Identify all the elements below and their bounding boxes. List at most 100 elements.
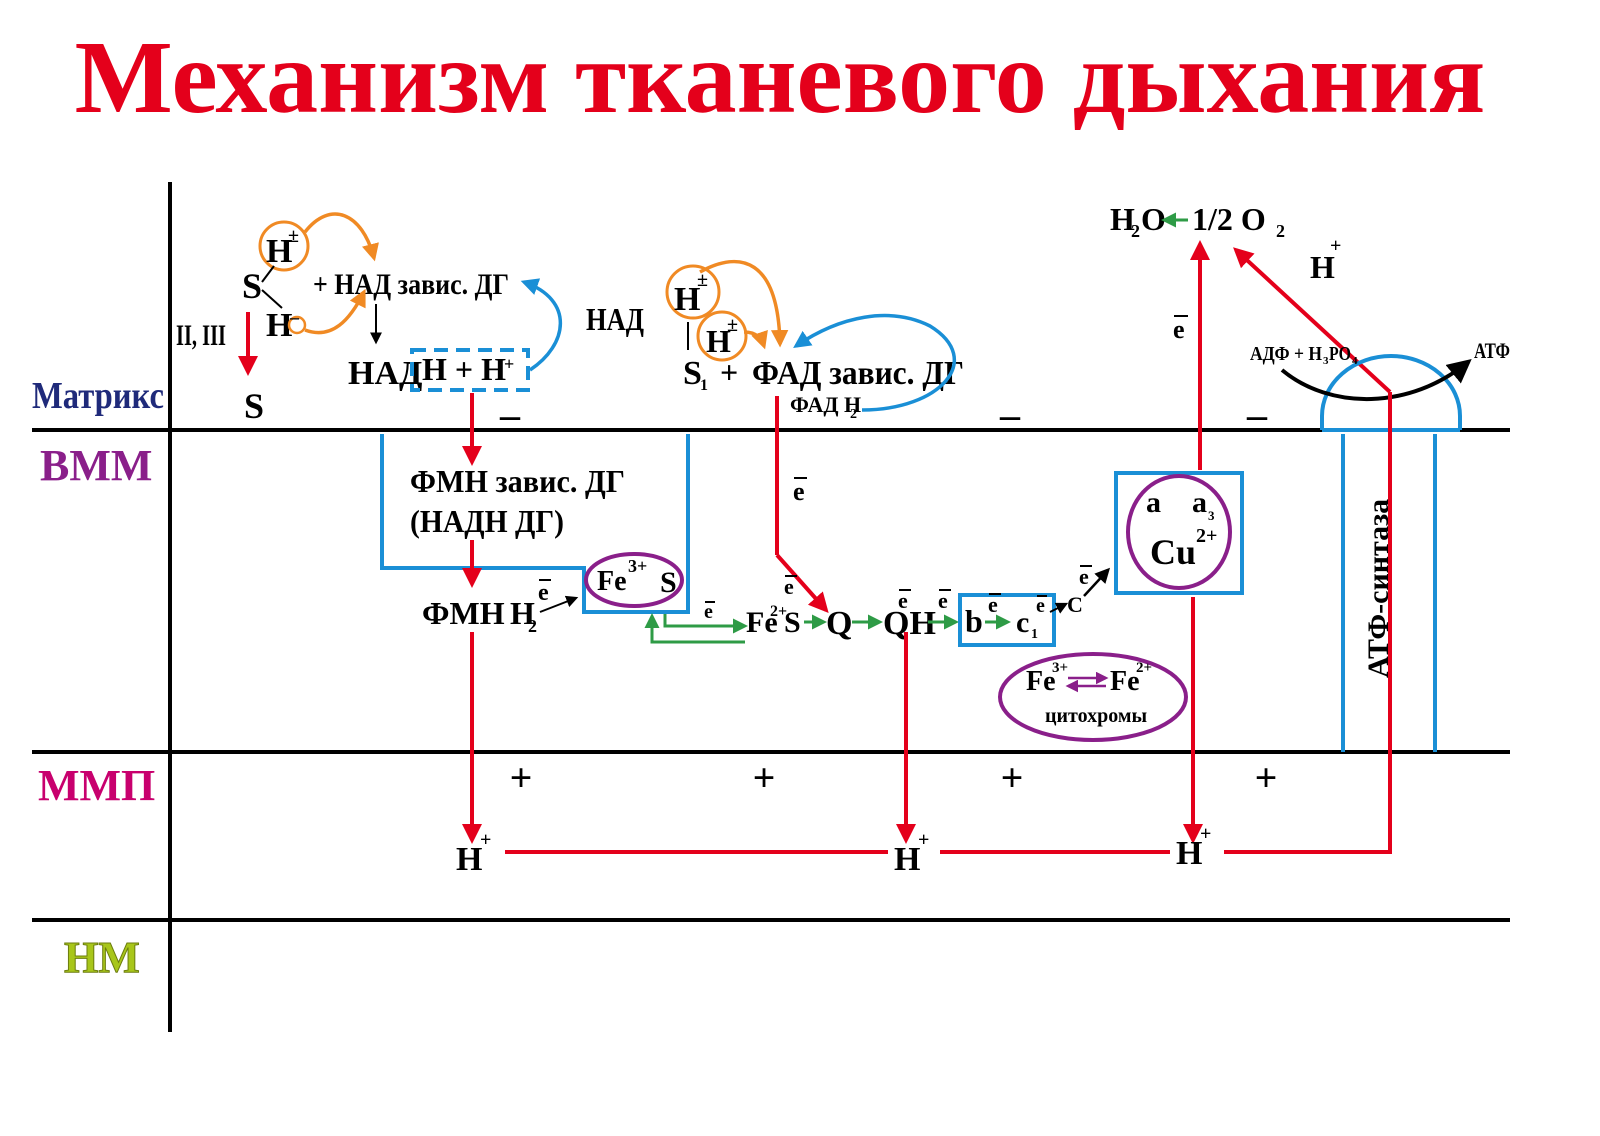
cyt-a3-sub: 3 — [1208, 508, 1215, 523]
electron-label: e — [704, 601, 713, 623]
electron-label: e — [898, 588, 908, 613]
s-label: S — [242, 266, 262, 306]
plus-sup: + — [504, 354, 514, 374]
plus-sign-small: + — [720, 354, 738, 390]
half-o2-sub: 2 — [1276, 221, 1285, 241]
red-arrow — [775, 553, 829, 613]
cyt-oxidase-group: a a 3 Cu 2+ e — [1114, 240, 1244, 844]
h-circle — [258, 220, 310, 272]
zone-label-nm: НМ — [64, 933, 140, 982]
proton-sup: + — [480, 829, 491, 851]
cyt-fe3-label: Fe — [1026, 666, 1056, 697]
atp-synthase-group: АТФ-синтаза АДФ + H 3 PO 4 АТФ — [1224, 338, 1510, 854]
adf-po-label: PO — [1329, 343, 1351, 365]
zone-label-matrix: Матрикс — [32, 375, 164, 417]
h-label: H — [266, 233, 292, 270]
electron-label: e — [538, 580, 549, 606]
green-arrow — [644, 613, 745, 644]
h-charge: ± — [727, 314, 738, 336]
zone-lines — [32, 182, 1510, 1032]
electron-label: e — [1036, 595, 1045, 617]
fe2s-label: Fe — [746, 606, 778, 639]
cyt-b-label: b — [965, 603, 983, 639]
charge-signs: – – – + + + + — [499, 392, 1277, 800]
cyt-c-label: C — [1067, 592, 1083, 617]
s-label: S — [244, 386, 264, 426]
qh-label: QH — [883, 605, 936, 642]
zone-label-vmm: ВММ — [40, 441, 152, 490]
cyt-oxidase-ellipse — [1126, 474, 1232, 590]
minus-sign: – — [1246, 392, 1268, 437]
zone-label-mmp: ММП — [38, 761, 155, 810]
cyt-oxidase-box — [1114, 471, 1244, 595]
fmn-label: ФМН — [422, 595, 505, 631]
proton-sup: + — [1200, 823, 1211, 845]
fe3-sup: 3+ — [628, 556, 647, 576]
h-small-circle — [287, 315, 307, 335]
s1-label: S — [683, 355, 702, 392]
proton-label: H — [1176, 835, 1202, 872]
q-label: Q — [826, 605, 852, 642]
half-o2-label: 1/2 O — [1192, 201, 1266, 237]
red-arrow — [1233, 247, 1392, 394]
cyt-c1-sub: 1 — [1031, 627, 1038, 642]
cytochromes-ellipse — [998, 652, 1188, 742]
cytochromes-label: цитохромы — [1045, 705, 1147, 727]
proton-sup: + — [918, 829, 929, 851]
fad-dg-label: ФАД завис. ДГ — [752, 355, 964, 392]
fe2s-sup: 2+ — [770, 603, 787, 620]
orange-arrow — [699, 259, 789, 348]
fes-ellipse — [584, 552, 684, 608]
nadh-dg-label: (НАДН ДГ) — [410, 503, 564, 539]
fes-s-label: S — [660, 566, 677, 599]
black-arrow — [539, 595, 579, 613]
nad-dg-label: + НАД завис. ДГ — [313, 268, 509, 301]
h-label: H — [1310, 249, 1335, 285]
adf-sub: 3 — [1323, 355, 1329, 367]
h-circle — [696, 310, 748, 362]
plus-sign: + — [753, 755, 776, 800]
fadh2-sub: 2 — [850, 407, 857, 422]
cyt-a3-label: a — [1192, 486, 1207, 519]
adf-label: АДФ + H — [1250, 343, 1322, 365]
nad-box-label: H + H — [422, 351, 506, 387]
proton-label: H — [894, 841, 920, 878]
green-arrow — [663, 614, 748, 634]
cyt-fe3-sup: 3+ — [1052, 660, 1068, 676]
atp-synthesis-arrow — [1280, 358, 1472, 402]
s1-sub: 1 — [700, 377, 708, 394]
water-group: H 2 O 1/2 O 2 H + — [1110, 201, 1392, 394]
h-charge: ± — [697, 269, 708, 291]
black-arrow — [1083, 567, 1111, 597]
electron-label: e — [1173, 315, 1185, 344]
cyt-bc1-box — [958, 593, 1056, 647]
fmn-dg-label: ФМН завис. ДГ — [410, 463, 625, 499]
electron-label: e — [938, 588, 948, 613]
nad-h-box — [410, 348, 530, 392]
substrate-s-group: H ± S H – II, III S — [176, 212, 379, 426]
h-label: H — [674, 281, 700, 318]
page-title: Механизм тканевого дыхания — [75, 20, 1486, 135]
cyt-c1-label: c — [1016, 606, 1029, 639]
fmn-h2-label: H — [510, 595, 535, 631]
atf-label: АТФ — [1474, 338, 1510, 363]
h2o-o-label: O — [1141, 201, 1166, 237]
blue-arrow — [793, 313, 956, 412]
red-return-line — [1224, 392, 1392, 854]
nad-dg-group: + НАД завис. ДГ НАД H + H + НАД — [313, 268, 644, 392]
cyt-fe2-label: Fe — [1110, 666, 1140, 697]
roman-label: II, III — [176, 319, 226, 352]
cu-label: Cu — [1150, 532, 1196, 572]
minus-sign: – — [499, 392, 521, 437]
orange-arrow — [304, 288, 366, 335]
electron-label: e — [784, 574, 794, 599]
electron-label: e — [1079, 564, 1089, 589]
nad-top-label: НАД — [586, 301, 644, 337]
complex-i-box — [380, 434, 690, 614]
black-arrow — [1049, 602, 1069, 614]
orange-arrow — [743, 329, 768, 350]
plus-sign: + — [1255, 755, 1278, 800]
blue-arrow — [520, 278, 562, 372]
fadh2-label: ФАД H — [790, 392, 861, 417]
